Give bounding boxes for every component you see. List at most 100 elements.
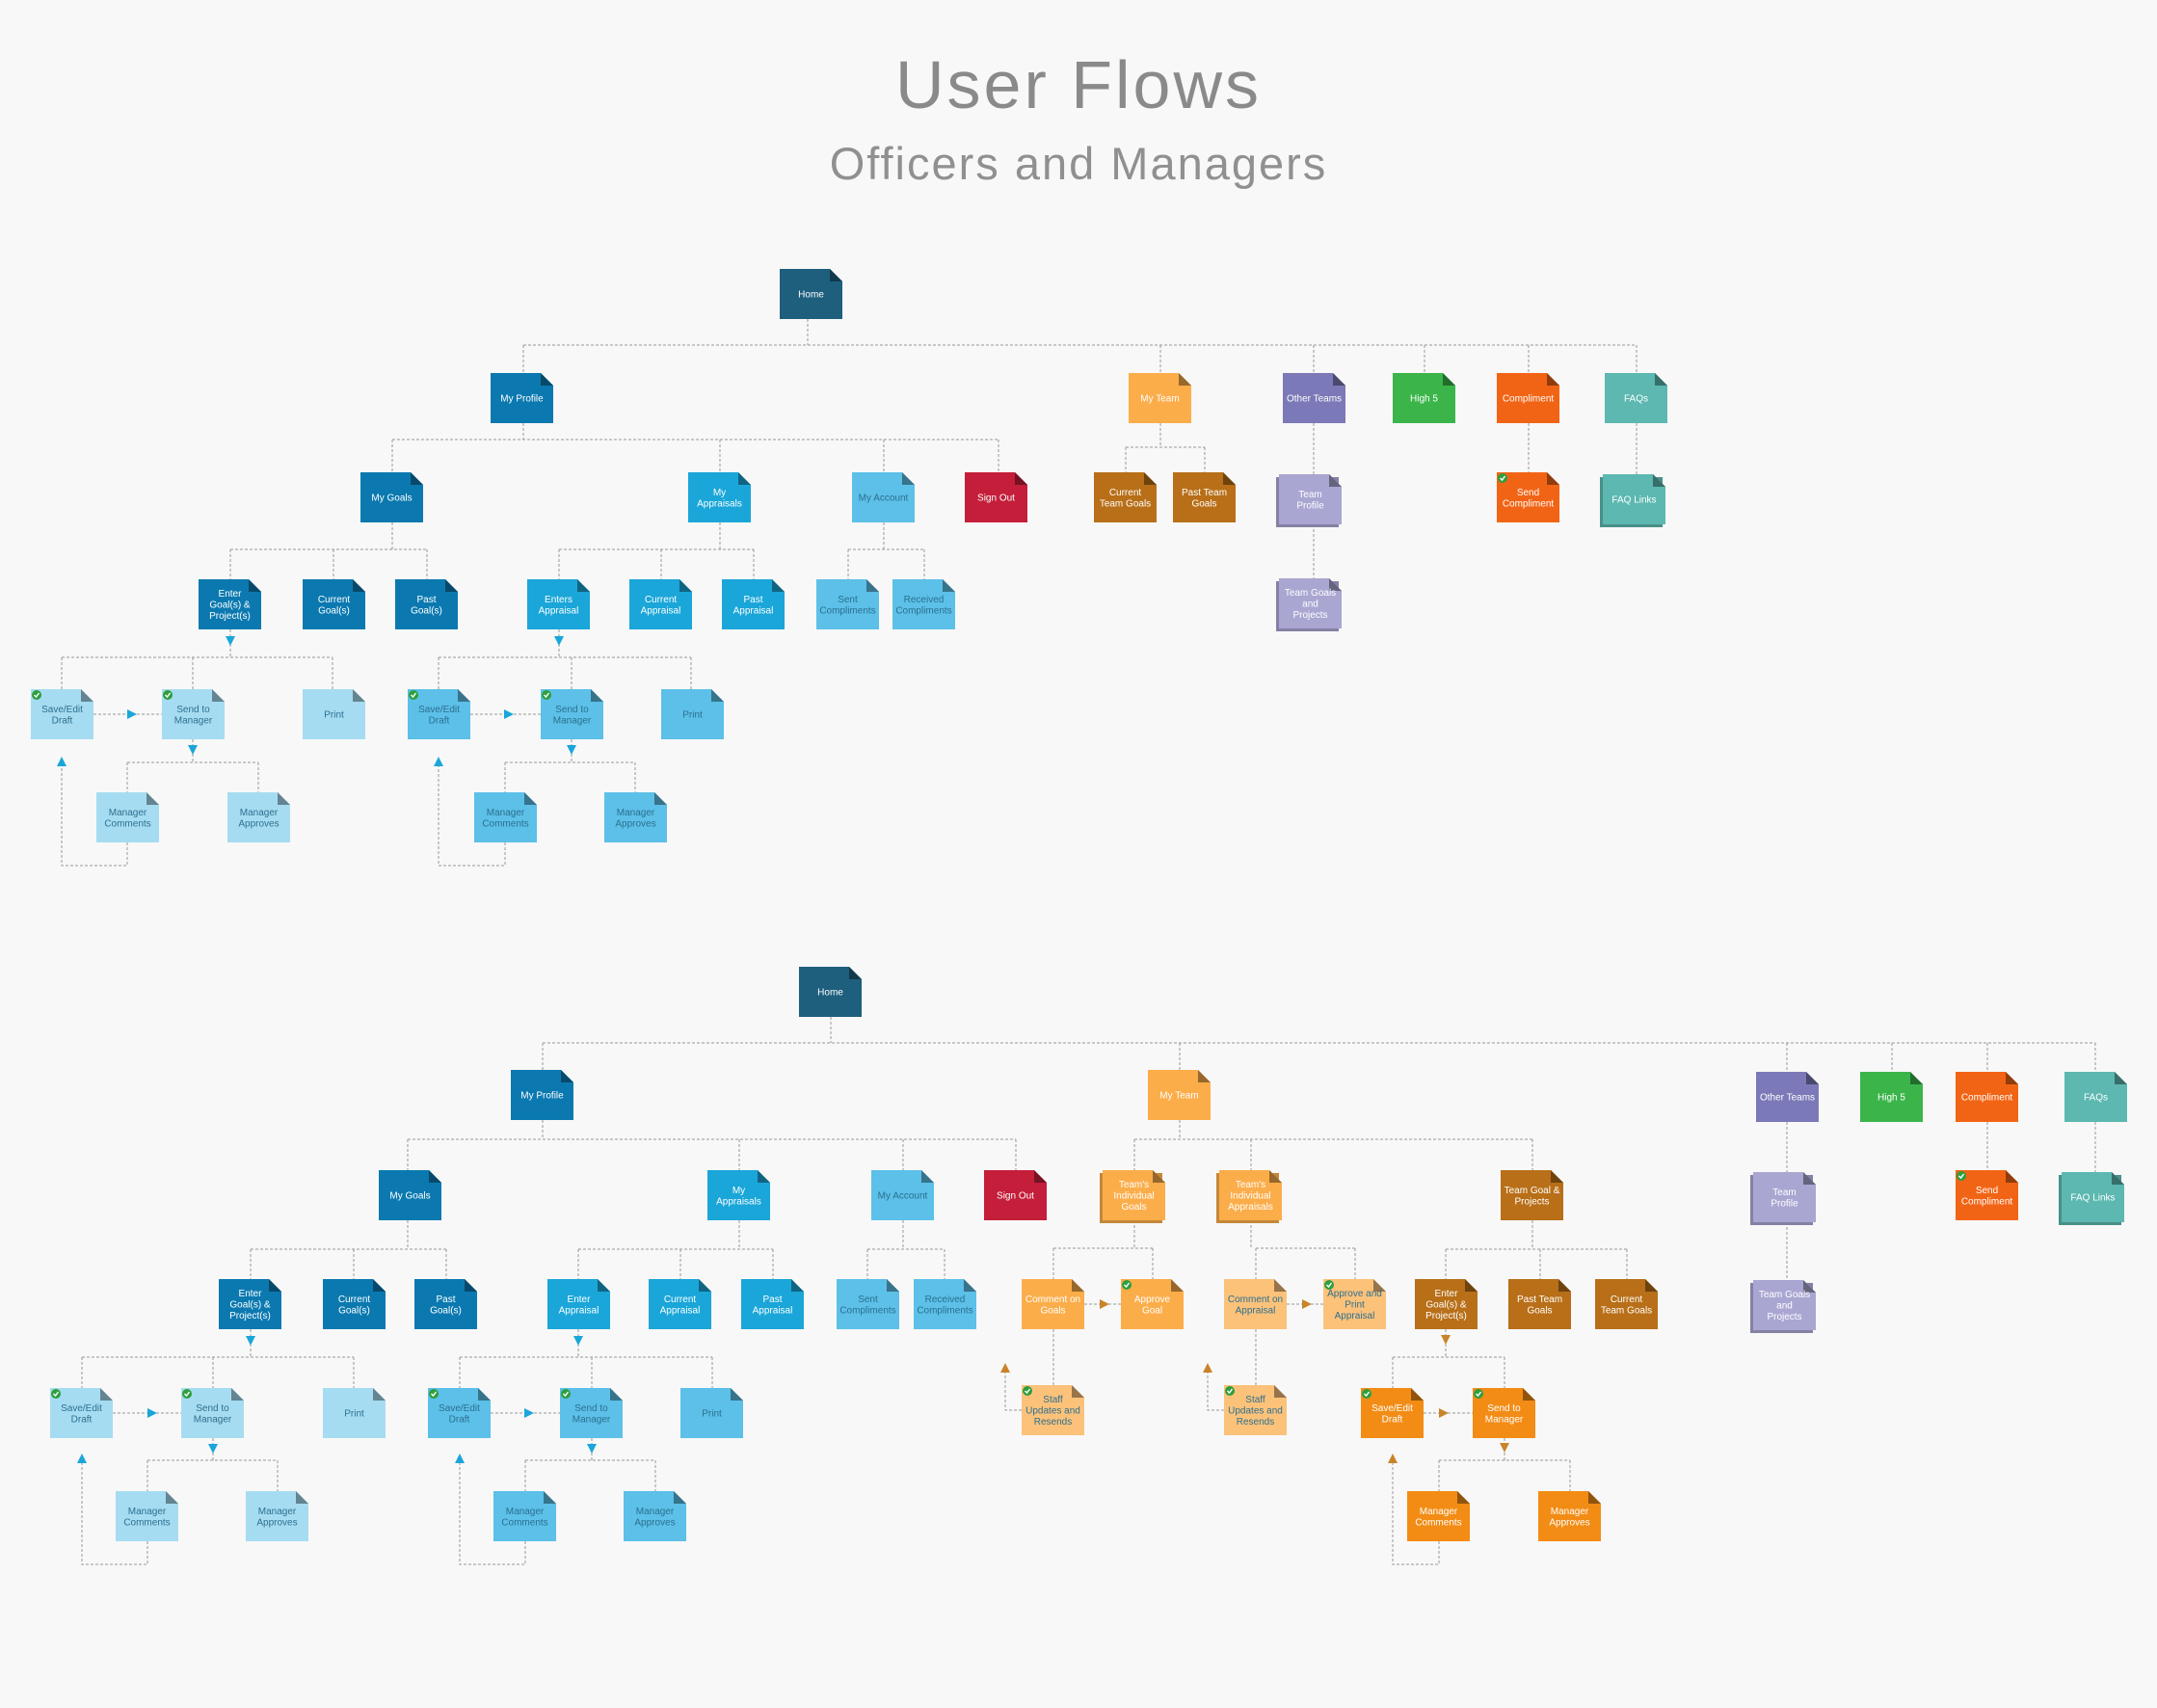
node-faql[interactable]: FAQ Links [2059,1172,2124,1225]
page-fold-icon [1551,1170,1563,1183]
node-label: Compliment [1961,1093,2013,1104]
node-faqs[interactable]: FAQs [1605,373,1667,423]
node-faqs[interactable]: FAQs [2064,1072,2127,1122]
page-fold-icon [1072,1385,1084,1398]
node-other[interactable]: Other Teams [1756,1072,1819,1122]
node-tgp[interactable]: Team Goal &Projects [1501,1170,1563,1220]
arrow-icon [587,1444,597,1454]
node-profile[interactable]: My Profile [511,1070,573,1120]
node-print1[interactable]: Print [323,1388,386,1438]
page-fold-icon [278,792,290,805]
page-fold-icon [610,1388,623,1401]
node-faql[interactable]: FAQ Links [1600,474,1665,527]
node-home[interactable]: Home [799,967,862,1017]
arrow-icon [434,757,443,766]
node-compl[interactable]: Compliment [1956,1072,2018,1122]
node-print2[interactable]: Print [680,1388,743,1438]
node-goals[interactable]: My Goals [360,472,423,522]
page-fold-icon [1653,474,1665,487]
node-print1[interactable]: Print [303,689,365,739]
node-home[interactable]: Home [780,269,842,319]
node-high5[interactable]: High 5 [1860,1072,1923,1122]
node-high5[interactable]: High 5 [1393,373,1455,423]
node-signout[interactable]: Sign Out [965,472,1027,522]
node-other[interactable]: Other Teams [1283,373,1345,423]
node-acct[interactable]: My Account [852,472,915,522]
node-team[interactable]: My Team [1129,373,1191,423]
node-signout[interactable]: Sign Out [984,1170,1047,1220]
node-profile[interactable]: My Profile [491,373,553,423]
arrow-icon [147,1408,157,1418]
node-print2[interactable]: Print [661,689,724,739]
node-goals[interactable]: My Goals [379,1170,441,1220]
page-fold-icon [1806,1072,1819,1084]
node-acct[interactable]: My Account [871,1170,934,1220]
node-compl[interactable]: Compliment [1497,373,1559,423]
check-icon [1498,473,1507,483]
node-label: Print [682,710,703,721]
node-team[interactable]: My Team [1148,1070,1211,1120]
page-fold-icon [1171,1279,1184,1292]
page-fold-icon [1465,1279,1478,1292]
